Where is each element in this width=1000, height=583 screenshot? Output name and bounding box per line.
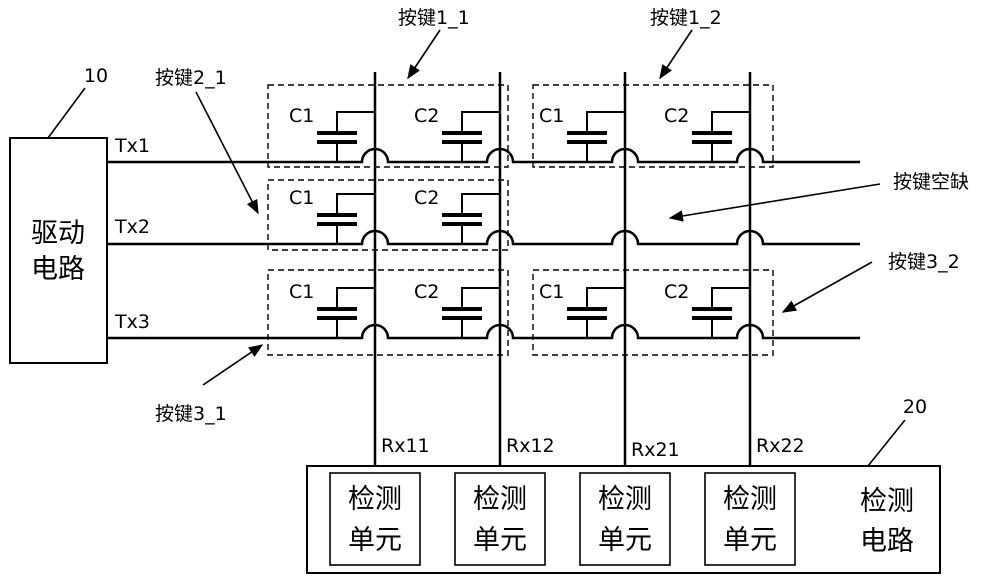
capacitor: C2 — [414, 281, 500, 338]
key-1-2-label: 按键1_2 — [650, 7, 722, 29]
driver-label-line2: 电路 — [31, 254, 85, 285]
tx3-label: Tx3 — [114, 311, 150, 333]
capacitor: C2 — [664, 281, 750, 338]
key-3-1-label: 按键3_1 — [155, 403, 227, 425]
rx12-label: Rx12 — [506, 435, 555, 457]
c2-label: C2 — [414, 105, 439, 127]
capacitor: C2 — [414, 187, 500, 244]
c2-label: C2 — [664, 281, 689, 303]
key-box-1-2 — [532, 84, 774, 168]
detection-unit-label-line1: 检测 — [598, 484, 652, 515]
detection-unit-label-line2: 单元 — [473, 525, 527, 556]
detection-circuit-label-line1: 检测 — [860, 486, 914, 517]
rx-lines — [373, 72, 752, 466]
c2-label: C2 — [414, 281, 439, 303]
key-box-3-1 — [267, 269, 509, 356]
c1-label: C1 — [289, 105, 314, 127]
detection-unit-label-line1: 检测 — [348, 484, 402, 515]
tx1-label: Tx1 — [114, 135, 150, 157]
rx21-label: Rx21 — [631, 439, 680, 461]
driver-ref-number: 10 — [84, 65, 108, 87]
tx2-label: Tx2 — [114, 216, 150, 238]
capacitor: C2 — [664, 105, 750, 162]
detection-ref-number: 20 — [903, 396, 927, 418]
driver-circuit: 驱动 电路 10 — [9, 65, 108, 364]
key-box-3-2 — [532, 269, 774, 356]
tx-lines — [107, 147, 860, 340]
c2-label: C2 — [664, 105, 689, 127]
capacitor: C1 — [289, 281, 375, 338]
detection-circuit: 20 检测 电路 — [306, 396, 941, 574]
capacitor: C1 — [289, 187, 375, 244]
key-box-1-1 — [267, 84, 509, 168]
detection-unit-label-line2: 单元 — [723, 525, 777, 556]
c2-label: C2 — [414, 187, 439, 209]
rx22-label: Rx22 — [756, 435, 805, 457]
key-boxes — [267, 84, 774, 356]
c1-label: C1 — [289, 187, 314, 209]
capacitor: C1 — [539, 105, 625, 162]
tx3-line — [107, 323, 860, 340]
driver-label-line1: 驱动 — [31, 218, 85, 249]
detection-unit-label-line2: 单元 — [598, 525, 652, 556]
detection-unit-label-line2: 单元 — [348, 525, 402, 556]
key-box-2-1 — [267, 179, 509, 251]
detection-unit-label-line1: 检测 — [723, 484, 777, 515]
rx11-label: Rx11 — [381, 435, 430, 457]
detection-unit-label-line1: 检测 — [473, 484, 527, 515]
key-3-2-label: 按键3_2 — [888, 251, 960, 273]
key-2-1-label: 按键2_1 — [155, 67, 227, 89]
detection-circuit-label-line2: 电路 — [860, 526, 914, 557]
capacitor: C2 — [414, 105, 500, 162]
key-1-1-label: 按键1_1 — [398, 7, 470, 29]
capacitor: C1 — [289, 105, 375, 162]
tx2-line — [107, 229, 860, 246]
c1-label: C1 — [539, 105, 564, 127]
c1-label: C1 — [539, 281, 564, 303]
tx1-line — [107, 147, 860, 164]
c1-label: C1 — [289, 281, 314, 303]
key-gap-label: 按键空缺 — [893, 171, 969, 193]
capacitor: C1 — [539, 281, 625, 338]
key-annotations — [195, 29, 881, 386]
